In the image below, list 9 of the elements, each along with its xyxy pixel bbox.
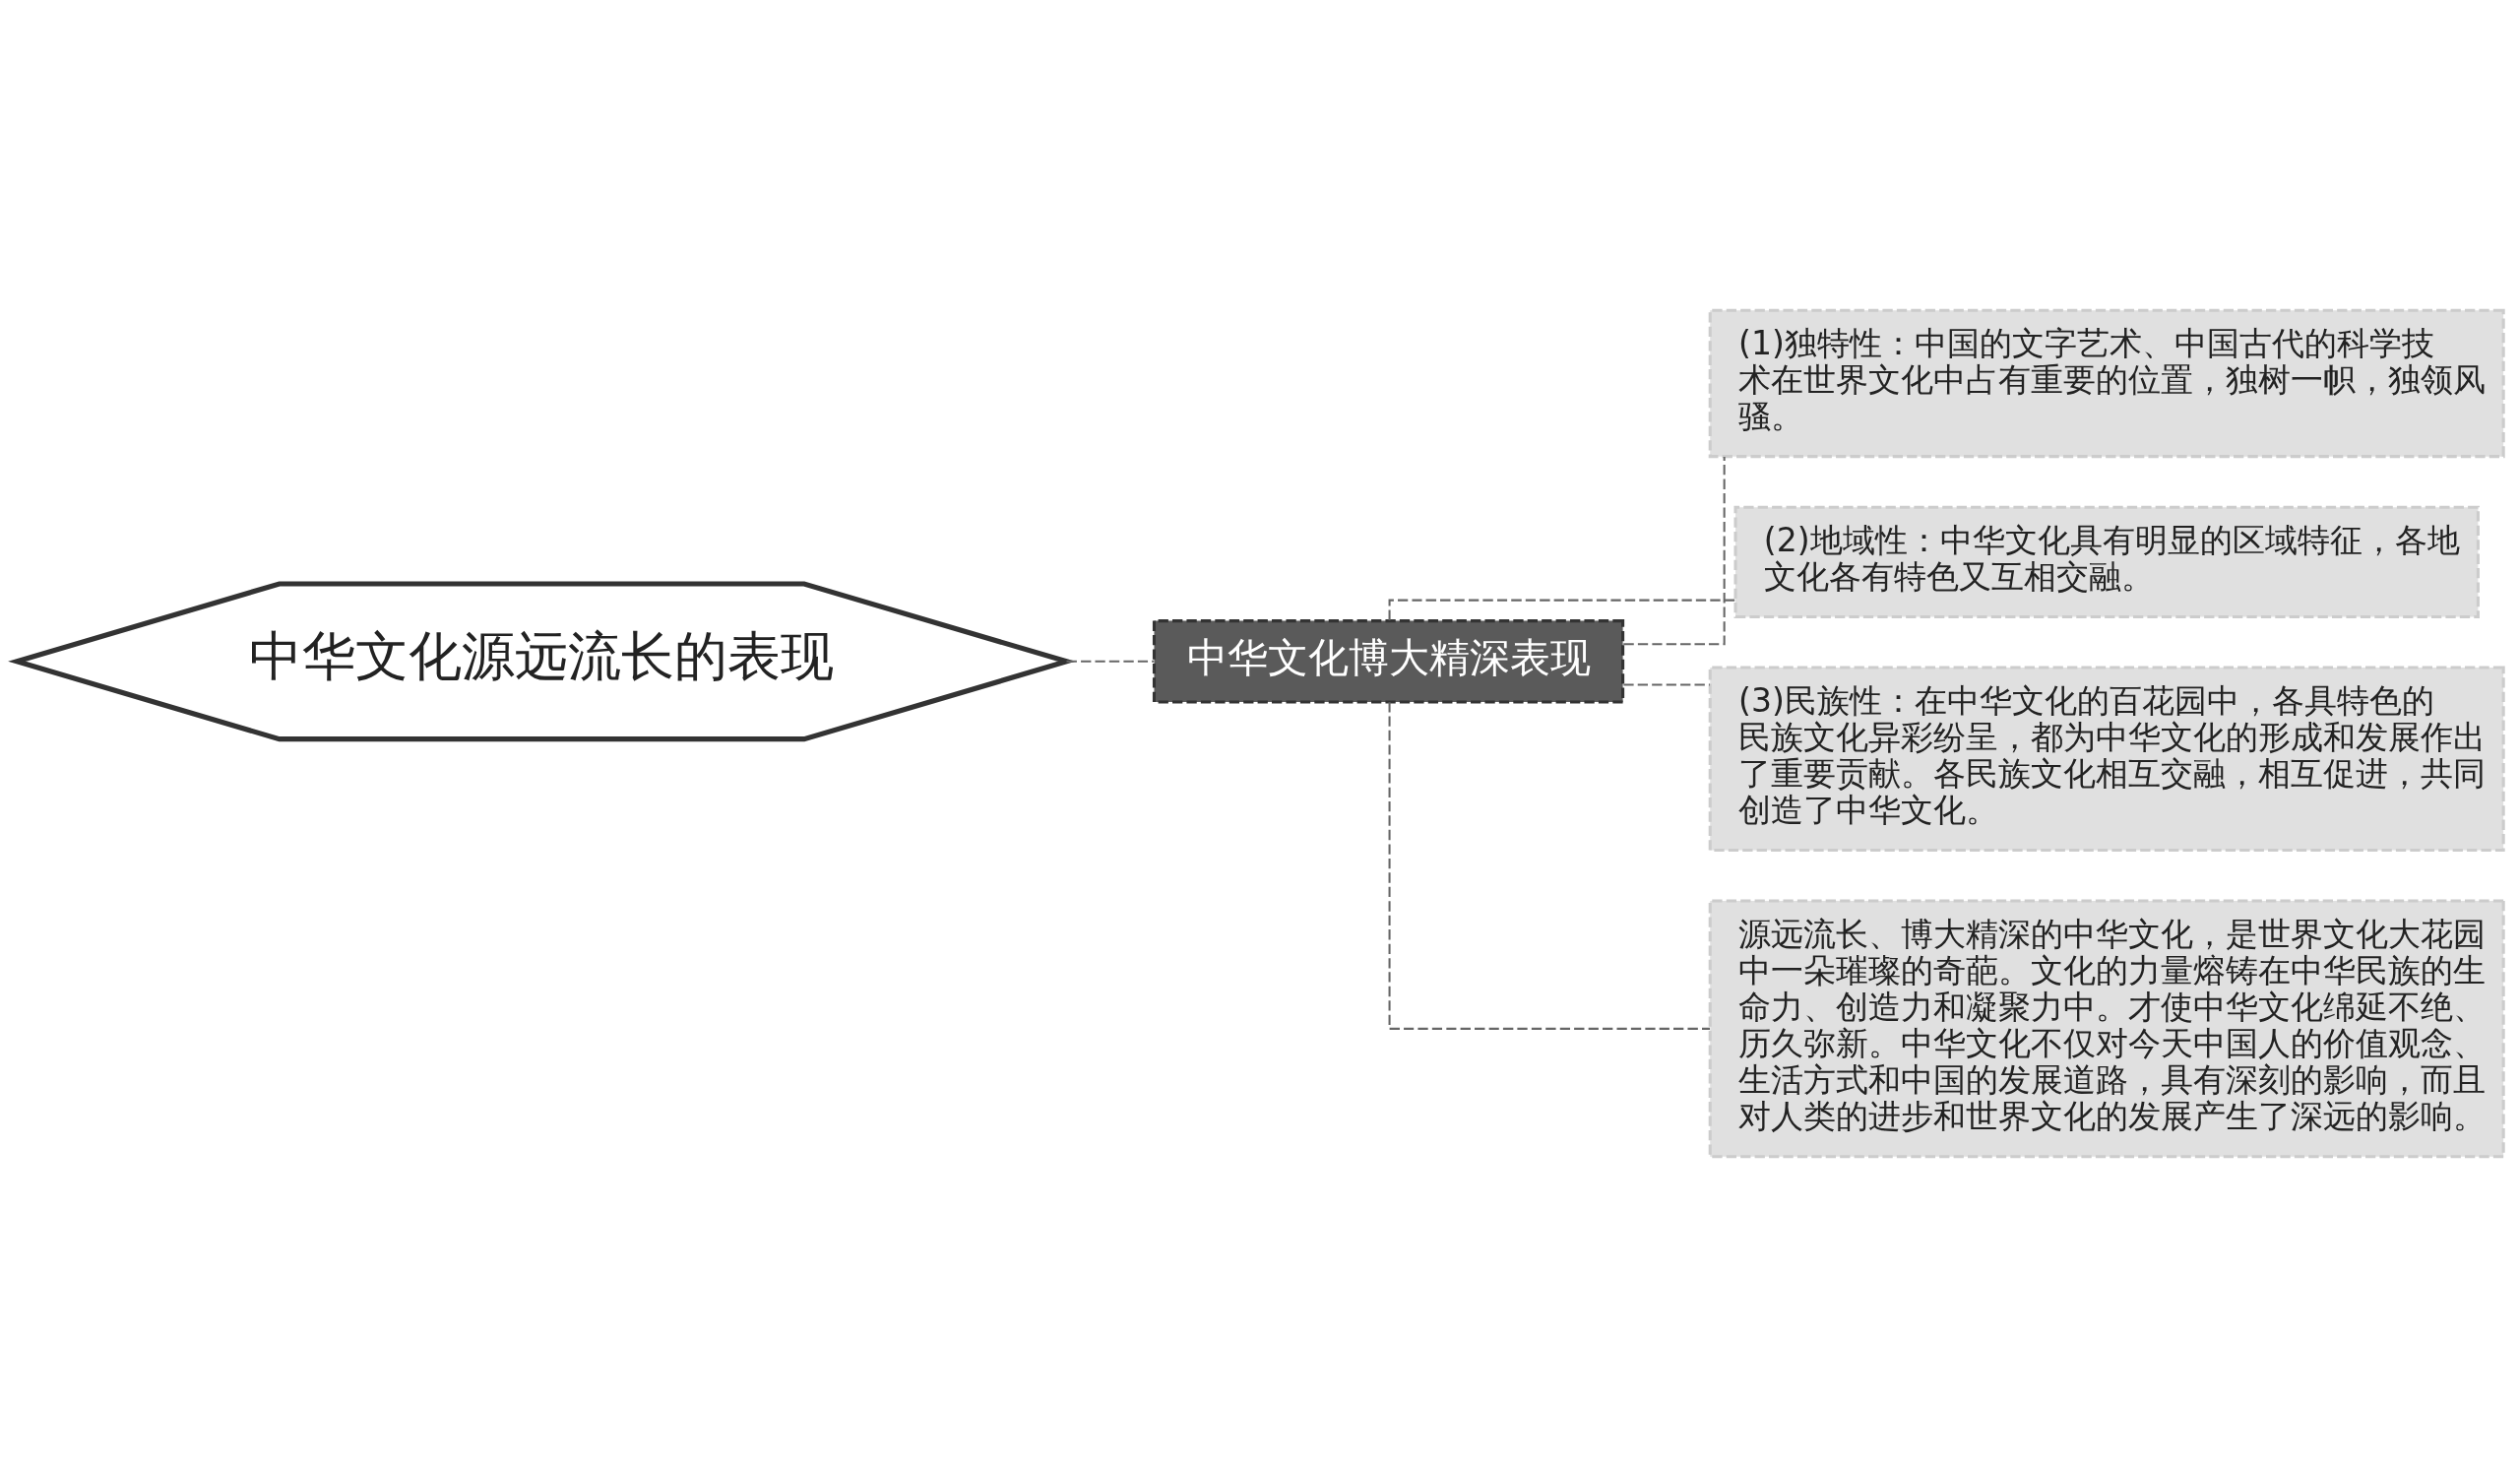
connector (1388, 702, 1710, 1030)
connector (1623, 683, 1710, 686)
connector (1623, 456, 1726, 646)
node-box: 中华文化博大精深表现 (1152, 619, 1625, 704)
node-box: 源远流长、博大精深的中华文化，是世界文化大花园中一朵璀璨的奇葩。文化的力量熔铸在中华民族的生命力、创造力和凝聚力中。才使中华文化绵延不绝、历久弥新。中华文化不仅对今天中国人的价值观念、生活方式和中国的发展道路，具有深刻的影响，而且对人类的进步和世界文化的发展产生了深远的影响。 (1708, 899, 2505, 1159)
node-box: (1)独特性：中国的文字艺术、中国古代的科学技术在世界文化中占有重要的位置，独树一帜，独领风骚。 (1708, 308, 2505, 459)
node-box: (3)民族性：在中华文化的百花园中，各具特色的民族文化异彩纷呈，都为中华文化的形成和发展作出了重要贡献。各民族文化相互交融，相互促进，共同创造了中华文化。 (1708, 666, 2505, 853)
connector (1066, 660, 1155, 663)
node-box: (2)地域性：中华文化具有明显的区域特征，各地文化各有特色又互相交融。 (1733, 505, 2480, 619)
